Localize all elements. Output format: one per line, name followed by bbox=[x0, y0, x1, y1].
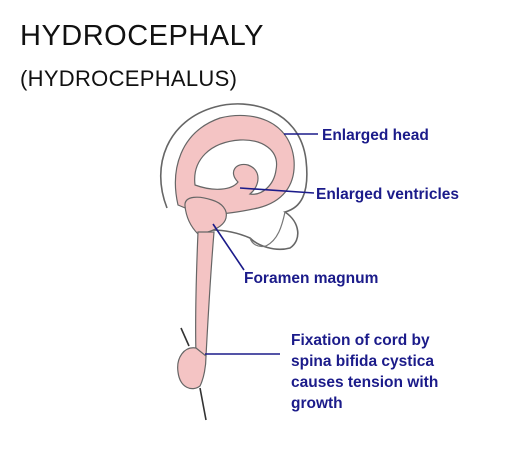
label-enlarged-head: Enlarged head bbox=[322, 127, 429, 144]
spinal-cord bbox=[195, 231, 215, 357]
leader-enlarged-ventricles bbox=[239, 187, 315, 194]
label-fixation-line: spina bifida cystica bbox=[291, 353, 434, 370]
vertebral-line-upper bbox=[180, 327, 190, 347]
diagram-title: HYDROCEPHALY bbox=[20, 20, 264, 52]
enlarged-ventricles bbox=[194, 139, 278, 195]
label-fixation-line: causes tension with bbox=[291, 374, 439, 391]
face-profile bbox=[249, 211, 286, 248]
label-fixation-line: growth bbox=[291, 395, 343, 412]
label-enlarged-ventricles: Enlarged ventricles bbox=[316, 186, 460, 203]
leader-foramen-magnum bbox=[212, 223, 245, 271]
label-fixation-line: Fixation of cord by bbox=[291, 332, 430, 349]
label-foramen-magnum: Foramen magnum bbox=[244, 270, 379, 287]
diagram-subtitle: (HYDROCEPHALUS) bbox=[20, 66, 238, 91]
spina-bifida-sac bbox=[177, 347, 207, 390]
vertebral-line-lower bbox=[199, 387, 207, 421]
cerebellum bbox=[184, 196, 227, 235]
label-fixation: Fixation of cord by spina bifida cystica… bbox=[291, 330, 438, 414]
